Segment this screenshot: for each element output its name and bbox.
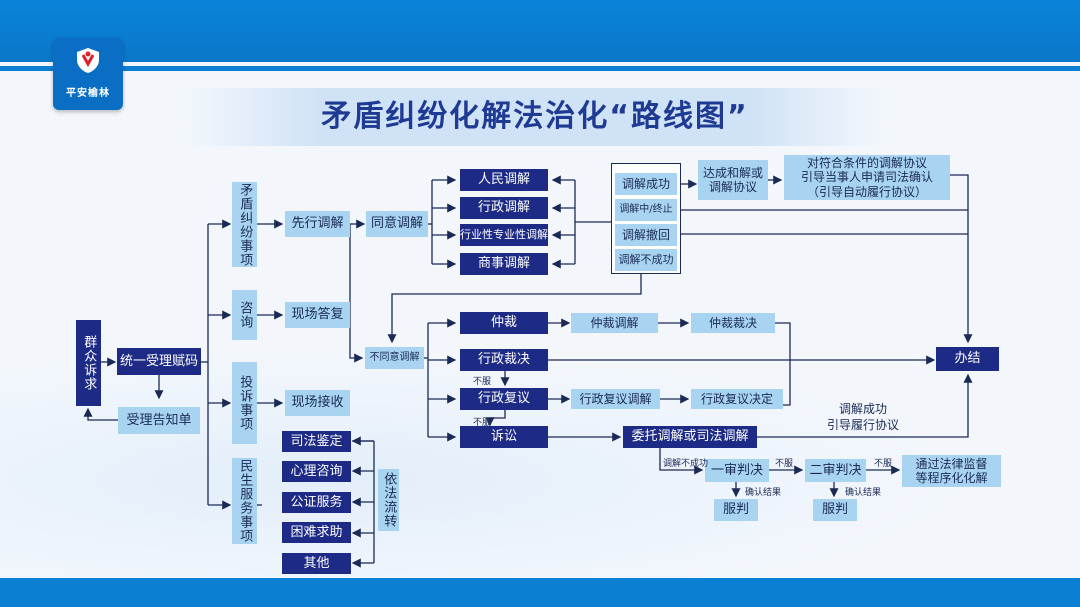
node-case-closed: 办结 bbox=[936, 347, 999, 371]
node-industry-mediation: 行业性专业性调解 bbox=[460, 224, 548, 246]
node-onsite-receive: 现场接收 bbox=[285, 390, 350, 416]
node-arbitration-award: 仲裁裁决 bbox=[691, 313, 775, 333]
node-notary-service: 公证服务 bbox=[282, 492, 351, 513]
label-success-guide: 调解成功 引导履行协议 bbox=[826, 402, 899, 433]
label-confirm-result-2: 确认结果 bbox=[845, 488, 882, 498]
top-divider bbox=[0, 66, 1080, 71]
logo-name: 平安榆林 bbox=[66, 88, 110, 99]
node-other: 其他 bbox=[282, 553, 351, 574]
top-banner bbox=[0, 0, 1080, 62]
node-mediation-suspended: 调解中/终止 bbox=[615, 199, 677, 221]
node-first-instance: 一审判决 bbox=[705, 459, 769, 482]
label-not-accept-1: 不服 bbox=[473, 377, 492, 387]
shield-logo-icon bbox=[77, 48, 99, 73]
node-livelihood: 民生服务事项 bbox=[232, 458, 257, 544]
node-dispute-matters: 矛盾纠纷事项 bbox=[232, 182, 257, 267]
bottom-banner bbox=[0, 578, 1080, 607]
node-unified-intake: 统一受理赋码 bbox=[117, 348, 201, 375]
node-second-instance: 二审判决 bbox=[805, 459, 866, 482]
node-accept-verdict-2: 服判 bbox=[813, 499, 857, 521]
node-admin-review: 行政复议 bbox=[460, 388, 548, 410]
node-judicial-confirmation: 对符合条件的调解协议 引导当事人申请司法确认 （引导自动履行协议） bbox=[784, 155, 950, 200]
page-title: 矛盾纠纷化解法治化“路线图” bbox=[321, 99, 749, 134]
node-entrusted-mediation: 委托调解或司法调解 bbox=[623, 426, 757, 448]
node-mediation-failed: 调解不成功 bbox=[615, 249, 677, 271]
logo: 平安榆林 bbox=[53, 38, 123, 110]
node-litigation: 诉讼 bbox=[460, 426, 548, 448]
label-not-accept-3: 不服 bbox=[775, 459, 794, 469]
node-legal-transfer: 依法流转 bbox=[378, 469, 399, 531]
node-complaint: 投诉事项 bbox=[232, 362, 257, 444]
node-arbitration-mediation: 仲裁调解 bbox=[571, 313, 658, 333]
node-commercial-mediation: 商事调解 bbox=[460, 253, 548, 275]
node-mediation-withdrawn: 调解撤回 bbox=[615, 224, 677, 246]
node-legal-supervision: 通过法律监督 等程序化化解 bbox=[902, 455, 1001, 487]
node-first-mediation: 先行调解 bbox=[285, 211, 350, 237]
node-judicial-appraisal: 司法鉴定 bbox=[282, 431, 351, 452]
label-mediation-failed: 调解不成功 bbox=[663, 459, 709, 469]
node-accept-verdict-1: 服判 bbox=[714, 499, 758, 521]
label-confirm-result-1: 确认结果 bbox=[745, 488, 782, 498]
node-mediation-success: 调解成功 bbox=[615, 173, 677, 195]
node-admin-mediation: 行政调解 bbox=[460, 197, 548, 219]
node-psych-counseling: 心理咨询 bbox=[282, 461, 351, 482]
node-onsite-reply: 现场答复 bbox=[285, 302, 350, 328]
node-disagree-mediation: 不同意调解 bbox=[365, 347, 424, 369]
node-admin-review-mediation: 行政复议调解 bbox=[571, 389, 660, 409]
node-settlement-agreement: 达成和解或 调解协议 bbox=[698, 160, 768, 200]
node-admin-ruling: 行政裁决 bbox=[460, 349, 548, 371]
node-admin-review-decision: 行政复议决定 bbox=[691, 389, 783, 409]
label-not-accept-4: 不服 bbox=[874, 459, 893, 469]
node-agree-mediation: 同意调解 bbox=[366, 211, 428, 237]
node-notice-form: 受理告知单 bbox=[118, 407, 200, 434]
title-banner bbox=[185, 88, 885, 146]
node-arbitration: 仲裁 bbox=[460, 312, 548, 334]
node-hardship-aid: 困难求助 bbox=[282, 522, 351, 543]
node-consult: 咨询 bbox=[232, 290, 257, 340]
node-public-appeal: 群众诉求 bbox=[76, 320, 101, 406]
label-not-accept-2: 不服 bbox=[473, 418, 492, 428]
node-people-mediation: 人民调解 bbox=[460, 169, 548, 191]
